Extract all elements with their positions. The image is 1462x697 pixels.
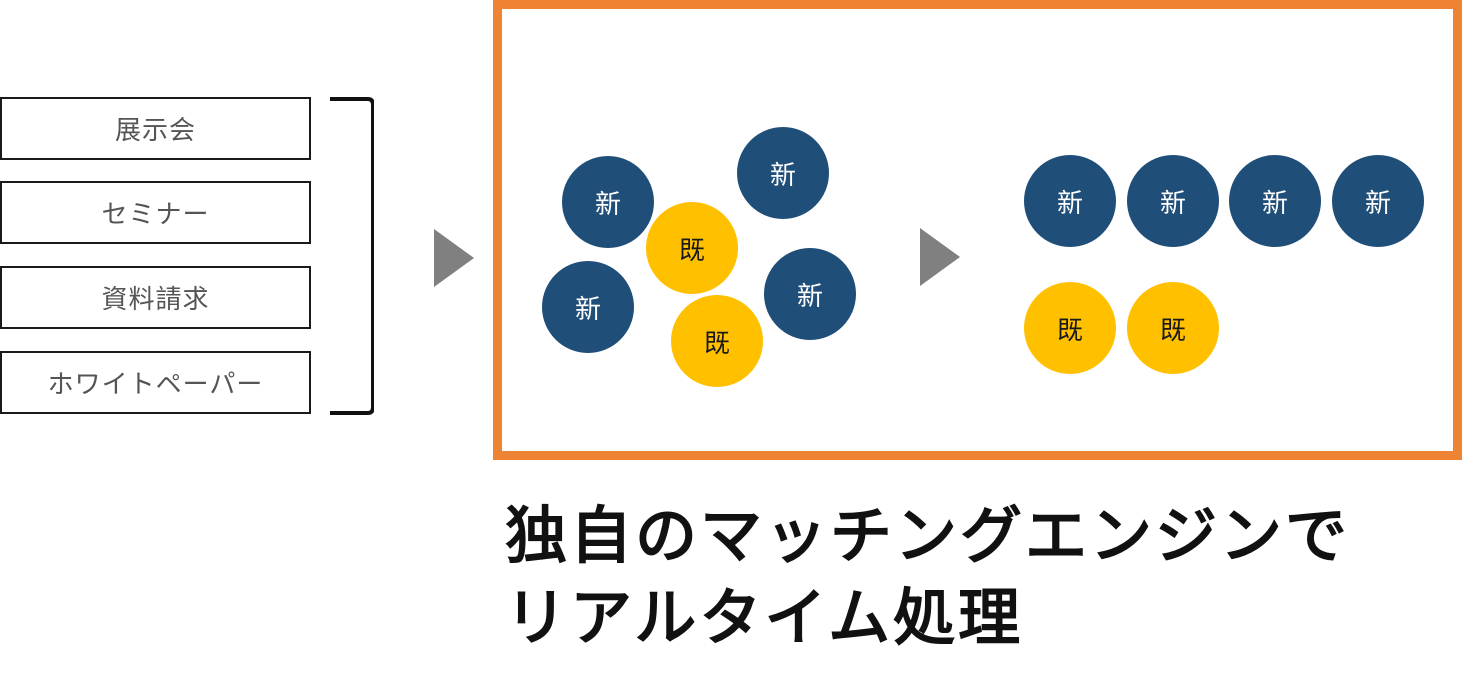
circle-label: 既 <box>703 328 730 359</box>
circle-label: 新 <box>769 160 796 191</box>
circle-label: 新 <box>1056 188 1083 219</box>
flow-arrow-icon <box>434 229 474 287</box>
circle-label: 新 <box>1261 188 1288 219</box>
sorted-new-circle: 新 <box>1024 155 1116 247</box>
source-label: ホワイトペーパー <box>47 370 264 400</box>
headline-line-1: 独自のマッチングエンジンで <box>505 499 1351 572</box>
existing-lead-circle: 既 <box>671 295 763 387</box>
circle-label: 既 <box>1056 315 1083 346</box>
source-box-whitepaper: ホワイトペーパー <box>0 351 311 414</box>
grouping-bracket <box>330 97 374 415</box>
circle-label: 既 <box>1159 315 1186 346</box>
new-lead-circle: 新 <box>542 261 634 353</box>
matching-frame <box>493 0 1462 460</box>
flow-arrow-icon <box>920 228 960 286</box>
headline: 独自のマッチングエンジンで リアルタイム処理 <box>505 495 1350 659</box>
circle-label: 新 <box>1364 188 1391 219</box>
sorted-existing-circle: 既 <box>1127 282 1219 374</box>
sorted-new-circle: 新 <box>1332 155 1424 247</box>
circle-label: 新 <box>574 294 601 325</box>
sorted-new-circle: 新 <box>1127 155 1219 247</box>
sorted-new-circle: 新 <box>1229 155 1321 247</box>
headline-line-2: リアルタイム処理 <box>505 581 1024 654</box>
sorted-existing-circle: 既 <box>1024 282 1116 374</box>
new-lead-circle: 新 <box>737 127 829 219</box>
circle-label: 新 <box>594 189 621 220</box>
new-lead-circle: 新 <box>562 156 654 248</box>
source-label: 展示会 <box>114 116 196 146</box>
existing-lead-circle: 既 <box>646 202 738 294</box>
source-box-exhibition: 展示会 <box>0 97 311 160</box>
circle-label: 新 <box>1159 188 1186 219</box>
new-lead-circle: 新 <box>764 248 856 340</box>
circle-label: 新 <box>796 281 823 312</box>
source-label: 資料請求 <box>101 285 210 315</box>
source-box-seminar: セミナー <box>0 181 311 244</box>
source-box-document-request: 資料請求 <box>0 266 311 329</box>
source-label: セミナー <box>101 200 210 230</box>
circle-label: 既 <box>678 235 705 266</box>
